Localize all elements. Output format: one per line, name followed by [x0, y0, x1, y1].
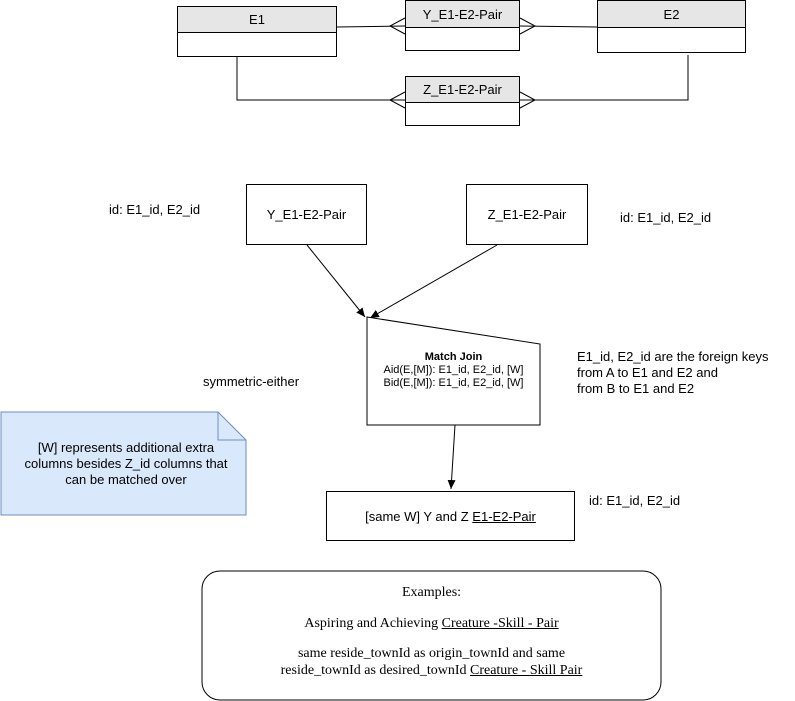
z-pair-crowfoot-right	[519, 91, 537, 109]
z-to-match-arrow	[369, 244, 498, 319]
examples-text: Examples: Aspiring and Achieving Creatur…	[202, 584, 661, 679]
e1-to-z-pair-line	[236, 56, 405, 101]
entity-e1-label: E1	[249, 12, 265, 27]
match-to-result-arrow	[447, 424, 456, 490]
w-note-line-3: can be matched over	[65, 472, 187, 487]
match-join-text: Match Join Aid(E,[M]): E1_id, E2_id, [W]…	[367, 351, 540, 390]
entity-e1: E1	[177, 6, 337, 57]
examples-box	[201, 570, 662, 701]
result-node: [same W] Y and Z E1-E2-Pair	[326, 491, 575, 541]
result-node-text: [same W] Y and Z E1-E2-Pair	[365, 509, 536, 524]
z-id-note: id: E1_id, E2_id	[620, 210, 712, 225]
example-2-line-2: reside_townId as desired_townId Creature…	[202, 662, 661, 679]
y-pair-crowfoot-left	[388, 17, 406, 35]
y-pair-crowfoot-right	[519, 17, 537, 35]
z-pair-node-label: Z_E1-E2-Pair	[487, 207, 567, 222]
w-note-fold	[217, 412, 246, 441]
relationship-y-pair: Y_E1-E2-Pair	[405, 0, 520, 51]
w-note-line-1: [W] represents additional extra	[37, 440, 215, 455]
relationship-y-pair-header: Y_E1-E2-Pair	[406, 1, 519, 28]
result-prefix: [same W] Y and Z	[365, 508, 473, 524]
match-join-line-1: Aid(E,[M]): E1_id, E2_id, [W]	[383, 364, 524, 376]
match-join-shape	[366, 316, 541, 426]
entity-e2: E2	[597, 0, 746, 53]
result-id-note: id: E1_id, E2_id	[589, 493, 681, 508]
z-pair-node: Z_E1-E2-Pair	[466, 184, 588, 245]
e2-to-z-pair-line	[520, 55, 689, 101]
symmetric-label: symmetric-either	[203, 374, 300, 389]
y-to-match-arrow	[306, 244, 366, 318]
y-pair-node: Y_E1-E2-Pair	[246, 184, 367, 245]
entity-e1-header: E1	[178, 7, 336, 33]
w-note-line-2: columns besides Z_id columns that	[24, 456, 228, 471]
y-pair-node-label: Y_E1-E2-Pair	[266, 207, 347, 222]
entity-e2-label: E2	[663, 6, 680, 22]
example-1-prefix: Aspiring and Achieving	[304, 616, 442, 631]
example-2-line-2-prefix: reside_townId as desired_townId	[280, 663, 470, 678]
foreign-key-note-line-2: from A to E1 and E2 and	[577, 365, 718, 380]
match-join-line-2: Bid(E,[M]): E1_id, E2_id, [W]	[383, 377, 524, 389]
y-pair-to-e2-line	[519, 25, 598, 28]
relationship-y-pair-label: Y_E1-E2-Pair	[422, 6, 503, 22]
entity-e2-header: E2	[598, 1, 745, 28]
w-note-text: [W] represents additional extra columns …	[14, 440, 238, 488]
relationship-z-pair-header: Z_E1-E2-Pair	[406, 77, 519, 103]
example-2-underlined: Creature - Skill Pair	[469, 663, 583, 678]
example-1-underlined: Creature -Skill - Pair	[441, 616, 559, 631]
examples-heading: Examples:	[401, 585, 462, 600]
result-underlined: E1-E2-Pair	[472, 508, 536, 524]
y-id-note: id: E1_id, E2_id	[109, 202, 201, 217]
foreign-key-note-line-3: from B to E1 and E2	[577, 381, 695, 396]
match-join-title: Match Join	[424, 351, 483, 363]
relationship-z-pair: Z_E1-E2-Pair	[405, 76, 520, 126]
foreign-key-note: E1_id, E2_id are the foreign keys from A…	[577, 349, 769, 397]
example-1: Aspiring and Achieving Creature -Skill -…	[202, 615, 661, 632]
relationship-z-pair-label: Z_E1-E2-Pair	[423, 82, 502, 97]
foreign-key-note-line-1: E1_id, E2_id are the foreign keys	[577, 349, 769, 364]
z-pair-crowfoot-left	[388, 91, 406, 109]
e1-to-y-pair-line	[336, 25, 406, 28]
example-2-line-1: same reside_townId as origin_townId and …	[297, 646, 566, 661]
w-note-shape	[0, 411, 247, 516]
example-2: same reside_townId as origin_townId and …	[202, 645, 661, 679]
